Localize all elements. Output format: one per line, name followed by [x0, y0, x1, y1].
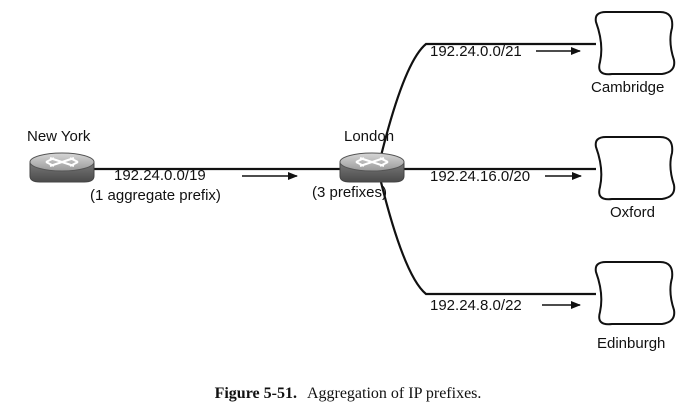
site-label-oxford: Oxford: [610, 204, 655, 221]
london-prefix-count: (3 prefixes): [312, 184, 387, 201]
node-label-london: London: [344, 128, 394, 145]
figure-caption: Figure 5-51. Aggregation of IP prefixes.: [215, 385, 482, 402]
prefix-label-cambridge: 192.24.0.0/21: [430, 43, 522, 60]
router-icon: [339, 152, 405, 183]
site-network-cloud-icon: [594, 11, 676, 76]
prefix-label-oxford: 192.24.16.0/20: [430, 168, 530, 185]
site-network-cloud-icon: [594, 136, 676, 201]
caption-label: Figure 5-51.: [215, 385, 297, 402]
aggregate-prefix-label: 192.24.0.0/19: [114, 167, 206, 184]
router-icon: [29, 152, 95, 183]
link-london-cambridge: [378, 42, 596, 161]
site-label-edinburgh: Edinburgh: [597, 335, 665, 352]
caption-text: Aggregation of IP prefixes.: [307, 385, 481, 402]
aggregate-prefix-note: (1 aggregate prefix): [90, 187, 221, 204]
site-label-cambridge: Cambridge: [591, 79, 664, 96]
prefix-label-edinburgh: 192.24.8.0/22: [430, 297, 522, 314]
site-network-cloud-icon: [594, 261, 676, 326]
link-london-edinburgh: [378, 177, 596, 296]
node-label-new-york: New York: [27, 128, 91, 145]
